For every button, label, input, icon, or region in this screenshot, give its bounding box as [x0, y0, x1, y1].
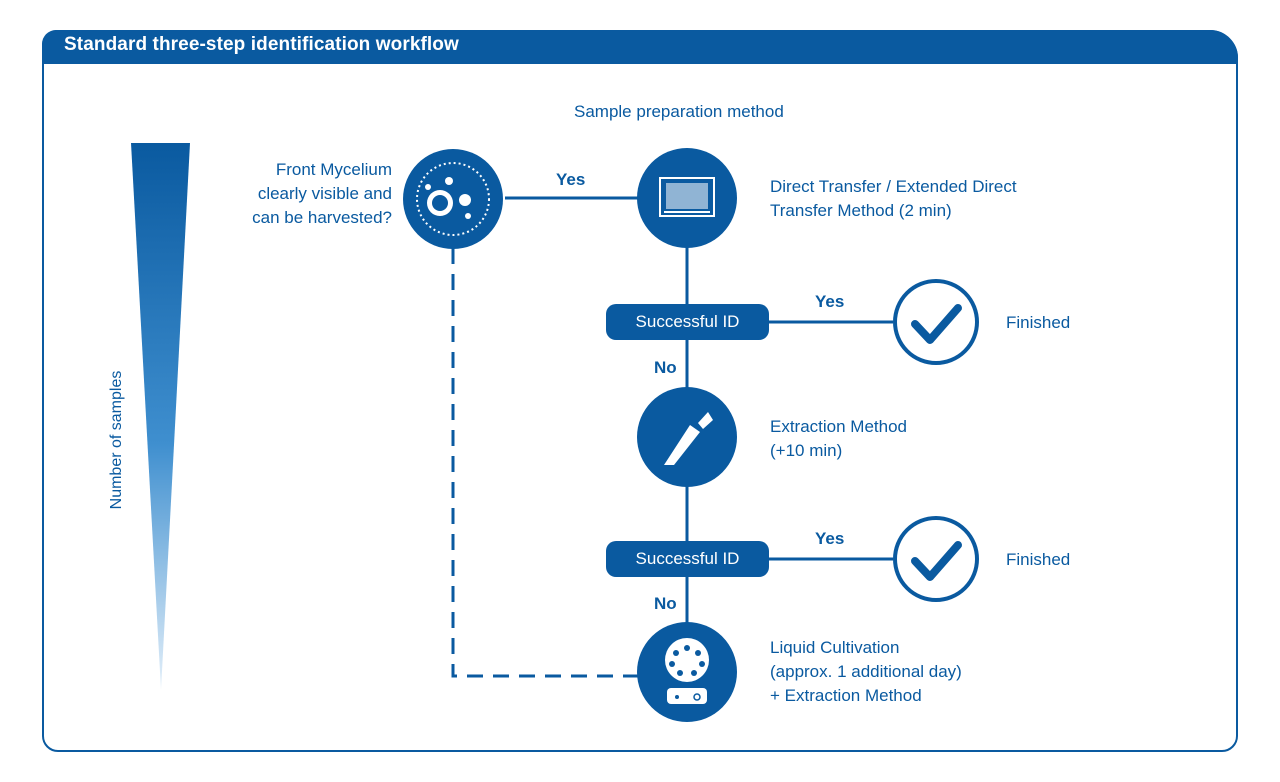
page-title: Standard three-step identification workf…	[64, 34, 459, 55]
mycelium-question: Front Mycelium clearly visible and can b…	[252, 160, 392, 227]
column-heading: Sample preparation method	[574, 102, 784, 121]
mycelium-icon	[403, 149, 503, 249]
yes-label: Yes	[556, 170, 586, 189]
no-label: No	[654, 594, 677, 613]
title-bar	[42, 30, 1238, 64]
liquid-cultivation-label: Liquid Cultivation (approx. 1 additional…	[770, 638, 962, 705]
check-icon	[893, 516, 979, 602]
yes-label: Yes	[815, 529, 845, 548]
sample-count-wedge	[131, 143, 190, 690]
axis-label: Number of samples	[108, 370, 125, 510]
extraction-label: Extraction Method (+10 min)	[770, 417, 908, 460]
no-label: No	[654, 358, 677, 377]
diagram-frame	[42, 30, 1238, 752]
centrifuge-icon	[637, 622, 737, 722]
yes-label: Yes	[815, 292, 845, 311]
pipette-icon	[637, 387, 737, 487]
successful-id-decision-2: Successful ID	[606, 541, 769, 577]
check-icon	[893, 279, 979, 365]
successful-id-decision-1: Successful ID	[606, 304, 769, 340]
direct-transfer-label: Direct Transfer / Extended Direct Transf…	[770, 177, 1017, 220]
plate-icon	[637, 148, 737, 248]
dashed-bypass-connector	[451, 248, 640, 678]
finished-label: Finished	[1006, 550, 1071, 569]
finished-label: Finished	[1006, 313, 1071, 332]
